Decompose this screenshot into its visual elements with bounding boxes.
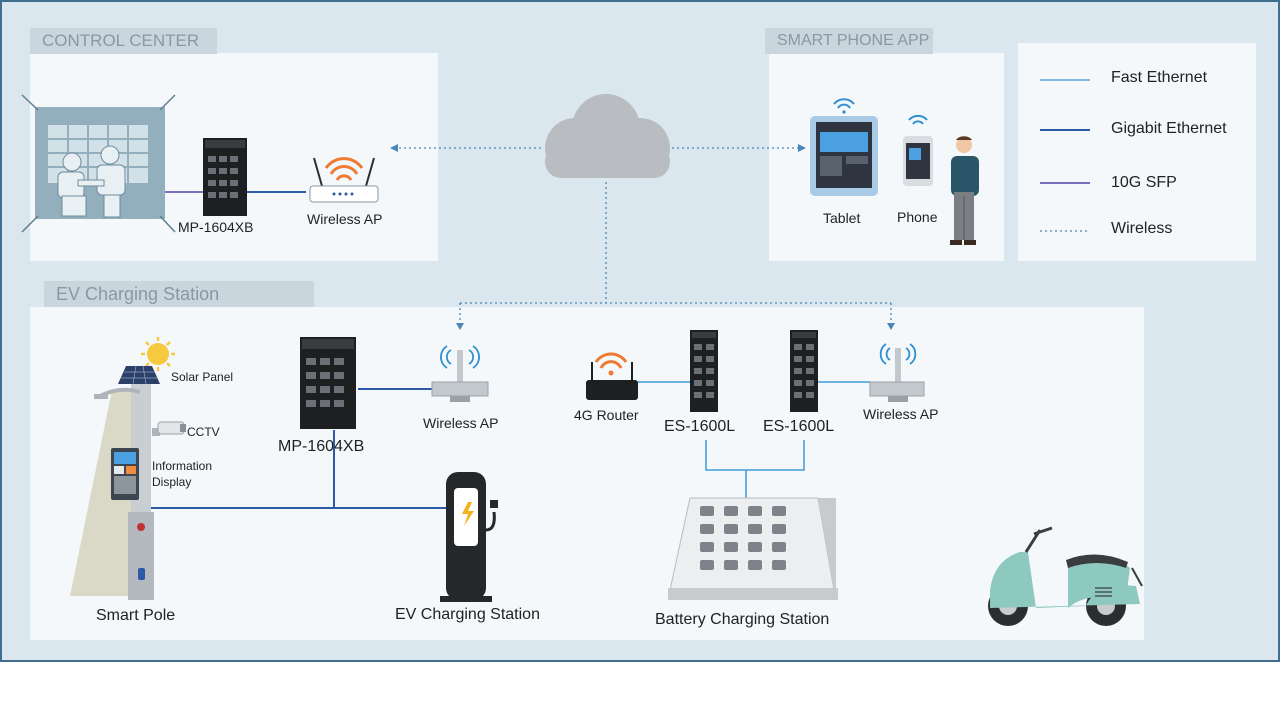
wireless-links	[396, 147, 1090, 325]
wireless-ap-antenna-icon	[431, 345, 489, 402]
wireless-router-icon	[309, 157, 379, 203]
ev-charger-icon	[440, 472, 498, 602]
switch-es1600l-icon	[790, 330, 818, 412]
scooter-icon	[988, 526, 1143, 626]
solar-panel-label: Solar Panel	[171, 370, 234, 384]
arrow-left-icon	[390, 144, 398, 152]
ev-charger-label: EV Charging Station	[395, 606, 540, 623]
legend-wireless-label: Wireless	[1111, 220, 1173, 237]
tablet-label: Tablet	[823, 210, 861, 226]
cc-switch-label: MP-1604XB	[178, 219, 254, 235]
es-left-label: ES-1600L	[664, 418, 736, 435]
battery-station-label: Battery Charging Station	[655, 611, 830, 628]
phone-label: Phone	[897, 209, 938, 225]
cloud-icon	[545, 94, 670, 178]
person-icon	[950, 136, 979, 245]
fast-ethernet-links	[638, 381, 870, 498]
legend-gigabit-ethernet-label: Gigabit Ethernet	[1111, 120, 1227, 137]
arrow-right-icon	[798, 144, 806, 152]
info-display-label-line1: Information	[152, 459, 213, 473]
4g-router-label: 4G Router	[574, 407, 639, 423]
legend-10g-sfp-label: 10G SFP	[1111, 174, 1177, 191]
light-beam	[70, 390, 140, 596]
switch-mp1604xb-icon	[203, 138, 247, 216]
ev-switch-label: MP-1604XB	[278, 438, 365, 455]
cctv-icon	[152, 421, 186, 436]
wireless-ap-antenna-icon	[869, 343, 925, 402]
arrow-down-icon	[456, 323, 464, 330]
cctv-label: CCTV	[187, 425, 220, 439]
wifi-icon	[833, 98, 855, 109]
wifi-icon	[908, 114, 928, 125]
info-display-label-line2: Display	[152, 475, 192, 489]
control-room-illustration	[21, 94, 176, 233]
solar-panel-icon	[118, 365, 160, 385]
switch-mp1604xb-icon	[300, 337, 356, 429]
control-center-title: CONTROL CENTER	[30, 28, 217, 54]
ev-station-title: EV Charging Station	[44, 281, 314, 307]
ev-station-panel	[30, 307, 1144, 640]
battery-charging-station-icon	[668, 497, 838, 600]
arrow-down-icon	[887, 323, 895, 330]
ev-ap-right-label: Wireless AP	[863, 406, 939, 422]
cc-ap-label: Wireless AP	[307, 211, 383, 227]
phone-icon	[903, 136, 933, 186]
legend-fast-ethernet-label: Fast Ethernet	[1111, 69, 1208, 86]
gigabit-links	[151, 388, 452, 509]
ev-ap-left-label: Wireless AP	[423, 415, 499, 431]
tablet-icon	[810, 116, 878, 196]
smart-pole-label: Smart Pole	[96, 607, 176, 624]
sun-icon	[141, 337, 175, 371]
smart-phone-app-title: SMART PHONE APP	[765, 28, 933, 54]
smart-pole-icon	[94, 382, 154, 600]
4g-router-icon	[586, 352, 638, 400]
es-right-label: ES-1600L	[763, 418, 835, 435]
info-display-icon	[111, 448, 139, 500]
switch-es1600l-icon	[690, 330, 718, 412]
